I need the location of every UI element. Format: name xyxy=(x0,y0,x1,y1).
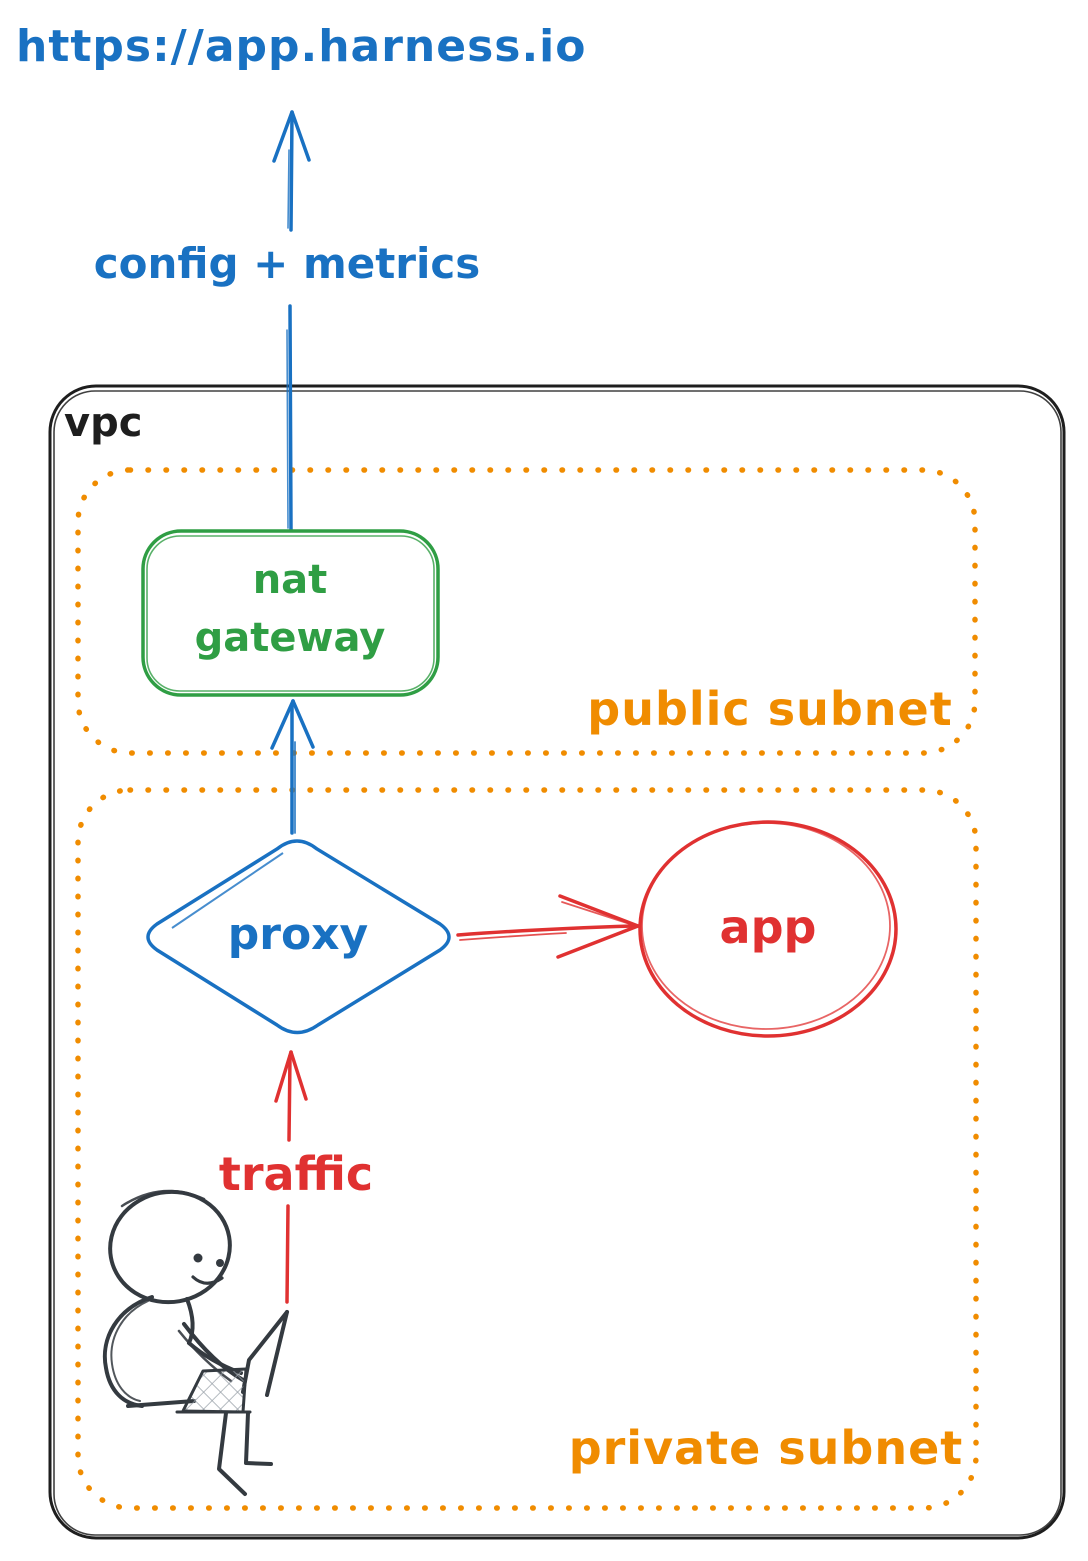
proxy-label: proxy xyxy=(227,909,369,960)
laptop-icon xyxy=(175,1310,289,1414)
nat-gateway-label-line2: gateway xyxy=(194,615,386,661)
private-subnet-box xyxy=(75,787,979,1511)
proxy-node xyxy=(146,839,451,1035)
public-subnet-label: public subnet xyxy=(587,682,953,736)
nat-gateway-label: nat gateway xyxy=(195,551,386,667)
config-metrics-arrow-label: config + metrics xyxy=(93,239,481,288)
proxy-to-natgateway-arrow xyxy=(270,699,315,835)
public-subnet-box xyxy=(75,467,978,756)
person-legs xyxy=(217,1411,273,1496)
person-with-laptop-sketch xyxy=(102,1189,289,1496)
traffic-arrow xyxy=(274,1050,308,1304)
url-label: https://app.harness.io xyxy=(16,21,587,72)
person-head-icon xyxy=(108,1189,232,1305)
traffic-arrow-label: traffic xyxy=(218,1147,374,1201)
vpc-box xyxy=(48,384,1066,1540)
nat-gateway-label-line1: nat xyxy=(252,557,328,603)
nat-gateway-node xyxy=(141,529,440,697)
vpc-label: vpc xyxy=(64,400,143,446)
proxy-to-app-arrow xyxy=(456,894,640,959)
private-subnet-label: private subnet xyxy=(568,1421,964,1475)
app-node xyxy=(638,820,898,1038)
config-metrics-arrow xyxy=(272,110,311,532)
app-label: app xyxy=(719,900,817,954)
